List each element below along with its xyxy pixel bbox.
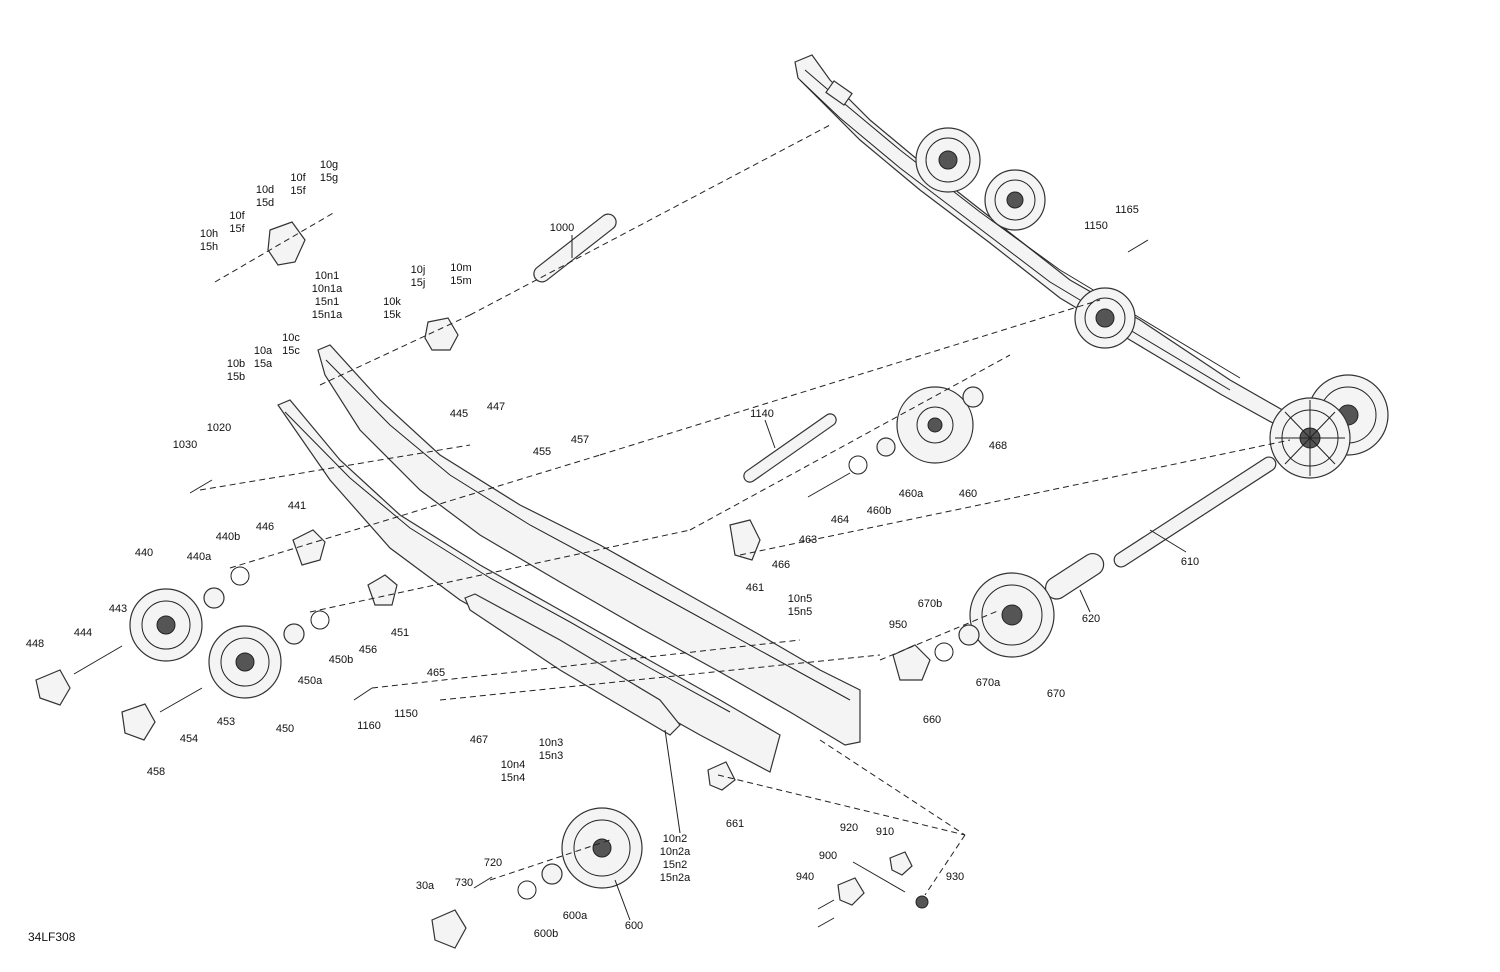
callout-467: 467 bbox=[469, 734, 489, 746]
callout-448: 448 bbox=[25, 638, 45, 650]
callout-463: 463 bbox=[798, 534, 818, 546]
callout-600a: 600a bbox=[562, 910, 588, 922]
callout-446: 446 bbox=[255, 521, 275, 533]
callout-10n5-15n5: 10n5 15n5 bbox=[787, 593, 813, 618]
callout-10a-15a: 10a 15a bbox=[253, 345, 273, 370]
main-rails bbox=[277, 344, 861, 773]
brackets bbox=[35, 221, 931, 949]
callout-457: 457 bbox=[570, 434, 590, 446]
callout-10j-15j: 10j 15j bbox=[410, 264, 426, 289]
callout-600: 600 bbox=[624, 920, 644, 932]
callout-460a: 460a bbox=[898, 488, 924, 500]
callout-456: 456 bbox=[358, 644, 378, 656]
diagram-code: 34LF308 bbox=[28, 930, 76, 944]
callout-730: 730 bbox=[454, 877, 474, 889]
callout-440b: 440b bbox=[215, 531, 241, 543]
callout-455: 455 bbox=[532, 446, 552, 458]
callout-460: 460 bbox=[958, 488, 978, 500]
callout-458: 458 bbox=[146, 766, 166, 778]
callout-670b: 670b bbox=[917, 598, 943, 610]
callout-30a: 30a bbox=[415, 880, 435, 892]
callout-600b: 600b bbox=[533, 928, 559, 940]
callout-10f-15f-top: 10f 15f bbox=[290, 172, 306, 197]
callout-10h-15h: 10h 15h bbox=[199, 228, 219, 253]
callout-445: 445 bbox=[449, 408, 469, 420]
callout-444: 444 bbox=[73, 627, 93, 639]
callout-450b: 450b bbox=[328, 654, 354, 666]
callout-466: 466 bbox=[771, 559, 791, 571]
callout-1030: 1030 bbox=[172, 439, 198, 451]
callout-1020: 1020 bbox=[206, 422, 232, 434]
callout-443: 443 bbox=[108, 603, 128, 615]
callout-610: 610 bbox=[1180, 556, 1200, 568]
callout-468: 468 bbox=[988, 440, 1008, 452]
callout-441: 441 bbox=[287, 500, 307, 512]
callout-461: 461 bbox=[745, 582, 765, 594]
wheels bbox=[129, 386, 1055, 900]
callout-464: 464 bbox=[830, 514, 850, 526]
callout-720: 720 bbox=[483, 857, 503, 869]
shafts bbox=[533, 213, 1277, 893]
callout-453: 453 bbox=[216, 716, 236, 728]
callout-1150-top: 1150 bbox=[1084, 220, 1108, 232]
callout-10n1: 10n1 10n1a 15n1 15n1a bbox=[311, 270, 343, 321]
callout-10b-15b: 10b 15b bbox=[226, 358, 246, 383]
callout-450a: 450a bbox=[297, 675, 323, 687]
callout-940: 940 bbox=[795, 871, 815, 883]
callout-1160: 1160 bbox=[357, 720, 381, 732]
callout-440: 440 bbox=[134, 547, 154, 559]
callout-660: 660 bbox=[922, 714, 942, 726]
leader-lines bbox=[571, 235, 1187, 921]
callout-10k-15k: 10k 15k bbox=[383, 296, 401, 321]
callout-1000: 1000 bbox=[549, 222, 575, 234]
callout-910: 910 bbox=[875, 826, 895, 838]
bolts bbox=[73, 239, 1149, 928]
callout-447: 447 bbox=[486, 401, 506, 413]
callout-10d-15d: 10d 15d bbox=[255, 184, 275, 209]
assembly-lines bbox=[199, 124, 1291, 896]
callout-450: 450 bbox=[275, 723, 295, 735]
callout-661: 661 bbox=[725, 818, 745, 830]
callout-10c-15c: 10c 15c bbox=[282, 332, 300, 357]
callout-620: 620 bbox=[1081, 613, 1101, 625]
callout-10n3-15n3: 10n3 15n3 bbox=[538, 737, 564, 762]
callout-454: 454 bbox=[179, 733, 199, 745]
callout-670: 670 bbox=[1046, 688, 1066, 700]
callout-10m-15m: 10m 15m bbox=[450, 262, 472, 287]
callout-451: 451 bbox=[390, 627, 410, 639]
callout-10f-15f: 10f 15f bbox=[229, 210, 245, 235]
assembled-rail-assembly bbox=[794, 54, 1389, 479]
callout-465: 465 bbox=[426, 667, 446, 679]
callout-1165: 1165 bbox=[1115, 204, 1139, 216]
callout-920: 920 bbox=[839, 822, 859, 834]
callout-900: 900 bbox=[818, 850, 838, 862]
callout-670a: 670a bbox=[975, 677, 1001, 689]
callout-10n4-15n4: 10n4 15n4 bbox=[500, 759, 526, 784]
callout-1140: 1140 bbox=[750, 408, 774, 420]
callout-460b: 460b bbox=[866, 505, 892, 517]
callout-950: 950 bbox=[888, 619, 908, 631]
callout-440a: 440a bbox=[186, 551, 212, 563]
callout-10g-15g: 10g 15g bbox=[319, 159, 339, 184]
callout-930: 930 bbox=[945, 871, 965, 883]
callout-1150: 1150 bbox=[394, 708, 418, 720]
callout-10n2: 10n2 10n2a 15n2 15n2a bbox=[659, 833, 691, 884]
